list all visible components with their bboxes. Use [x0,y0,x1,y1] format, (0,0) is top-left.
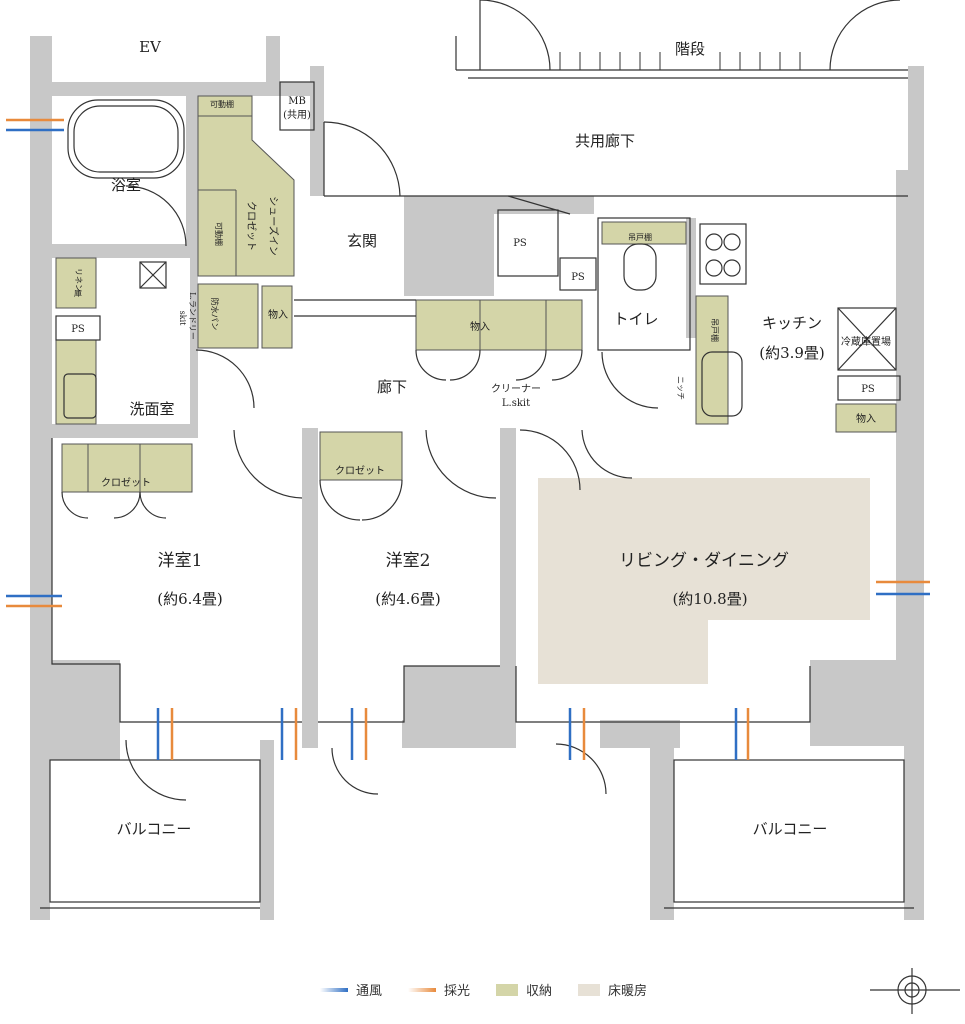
legend-ventilation: 通風 [320,980,382,999]
legend-daylight-label: 採光 [444,984,471,999]
label-linen-2: 庫 [74,288,82,298]
label-common-corridor: 共用廊下 [575,132,635,150]
label-corridor: 廊下 [377,378,407,396]
label-entrance: 玄関 [347,232,377,250]
label-shoes-closet-2: クロゼット [245,201,257,251]
label-ps-1: PS [513,238,527,249]
label-niche: ニッチ [676,376,685,400]
label-kitchen: キッチン [762,314,822,332]
ventilation-arrows [6,118,930,760]
floor-heating-area [538,478,870,684]
legend-ventilation-label: 通風 [356,984,383,999]
label-western-2: 洋室2 [386,551,431,571]
label-movable-shelf-2: 可動棚 [214,222,224,246]
label-stairs: 階段 [675,40,705,58]
label-cleaner-1: クリーナー [491,383,541,395]
legend-storage-label: 収納 [526,984,553,999]
label-bath: 浴室 [111,176,141,194]
label-living: リビング・ダイニング [619,551,789,571]
legend: 通風 採光 収納 床暖房 [320,980,647,999]
label-storage-1: 物入 [268,308,288,321]
label-western-1: 洋室1 [158,551,203,571]
label-balcony-2: バルコニー [753,820,828,838]
room-labels: EV 階段 MB (共用) 共用廊下 浴室 可動棚 可動棚 シューズイン クロゼ… [71,38,891,838]
label-washroom: 洗面室 [129,400,174,418]
label-hanging-shelf-1: 吊戸棚 [628,232,652,242]
legend-storage: 収納 [496,980,552,999]
storage-swatch [496,983,519,996]
label-laundry-1: L.ランドリー [188,292,197,340]
label-closet-2: クロゼット [335,465,385,477]
stairs-ticks [559,52,801,70]
label-laundry-2: skit [178,311,187,327]
label-ps-3: PS [71,324,85,335]
compass-icon [870,968,960,1014]
label-ps-4: PS [861,384,875,395]
label-western-2-size: (約4.6畳) [375,590,441,608]
label-storage-3: 物入 [856,412,876,425]
floor-heating-swatch [578,983,601,996]
plan-lines [40,0,914,909]
label-mb-sub: (共用) [283,109,311,121]
label-ps-2: PS [571,272,585,283]
label-closet-1: クロゼット [101,477,151,489]
label-movable-shelf-1: 可動棚 [210,99,234,109]
label-living-size: (約10.8畳) [672,590,747,608]
label-fridge: 冷蔵庫置場 [841,335,891,348]
label-shoes-closet-1: シューズイン [267,196,280,256]
ventilation-swatch [320,987,348,992]
label-ev: EV [139,38,162,56]
legend-daylight: 採光 [408,980,470,999]
label-hanging-shelf-2: 吊戸棚 [710,318,720,342]
walls [30,36,924,920]
label-balcony-1: バルコニー [117,820,192,838]
storage-areas [55,95,897,493]
label-storage-2: 物入 [470,320,490,333]
legend-floor-heating-label: 床暖房 [608,984,648,999]
label-toilet: トイレ [613,310,658,328]
legend-floor-heating: 床暖房 [578,980,647,999]
daylight-swatch [408,987,437,992]
label-western-1-size: (約6.4畳) [157,590,223,608]
label-mb: MB [288,96,306,107]
label-linen-1: リネン [74,268,83,292]
label-cleaner-2: L.skit [502,398,530,409]
label-waterproof-pan: 防水パン [210,298,220,330]
label-kitchen-size: (約3.9畳) [759,344,825,362]
